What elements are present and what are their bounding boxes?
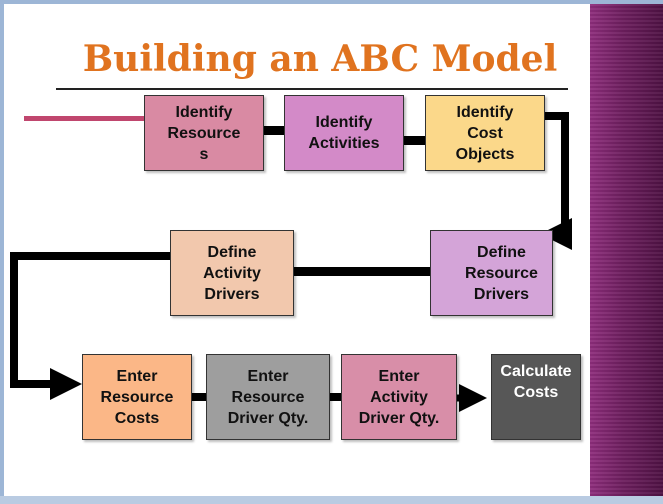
identify-resources-label: Identify Resource s: [167, 103, 241, 163]
define-resource-drivers-box: Define Resource Drivers: [430, 230, 553, 316]
decorative-side-band: [590, 4, 663, 496]
define-resource-drivers-label: Define Resource Drivers: [465, 243, 538, 303]
enter-resource-driver-qty-label: Enter Resource Driver Qty.: [227, 367, 309, 427]
identify-cost-objects-label: Identify Cost Objects: [455, 103, 515, 163]
enter-activity-driver-qty-label: Enter Activity Driver Qty.: [358, 367, 440, 427]
connector-resource-drivers-activity-drivers: [294, 267, 430, 276]
connector-resource-costs-driver-qty: [192, 393, 206, 401]
window-frame-bottom: [0, 496, 663, 504]
connector-activity-drivers-resource-costs: [10, 252, 170, 400]
window-frame-left: [0, 0, 4, 504]
accent-line: [24, 116, 148, 121]
window-frame-top: [0, 0, 663, 4]
connector-cost-objects-resource-drivers: [540, 112, 572, 250]
connector-driver-qty-activity-qty: [330, 393, 341, 401]
title-underline: [56, 88, 568, 90]
calculate-costs-box: Calculate Costs: [491, 354, 581, 440]
define-activity-drivers-label: Define Activity Drivers: [203, 243, 261, 303]
enter-activity-driver-qty-box: Enter Activity Driver Qty.: [341, 354, 457, 440]
calculate-costs-label: Calculate Costs: [500, 363, 572, 401]
connector-resources-activities: [264, 126, 284, 135]
define-activity-drivers-box: Define Activity Drivers: [170, 230, 294, 316]
slide-title: Building an ABC Model: [82, 38, 558, 80]
identify-resources-box: Identify Resource s: [144, 95, 264, 171]
enter-resource-costs-label: Enter Resource Costs: [100, 367, 174, 427]
enter-resource-costs-box: Enter Resource Costs: [82, 354, 192, 440]
identify-activities-label: Identify Activities: [308, 114, 380, 152]
enter-resource-driver-qty-box: Enter Resource Driver Qty.: [206, 354, 330, 440]
identify-activities-box: Identify Activities: [284, 95, 404, 171]
identify-cost-objects-box: Identify Cost Objects: [425, 95, 545, 171]
connector-activities-cost-objects: [404, 136, 425, 145]
